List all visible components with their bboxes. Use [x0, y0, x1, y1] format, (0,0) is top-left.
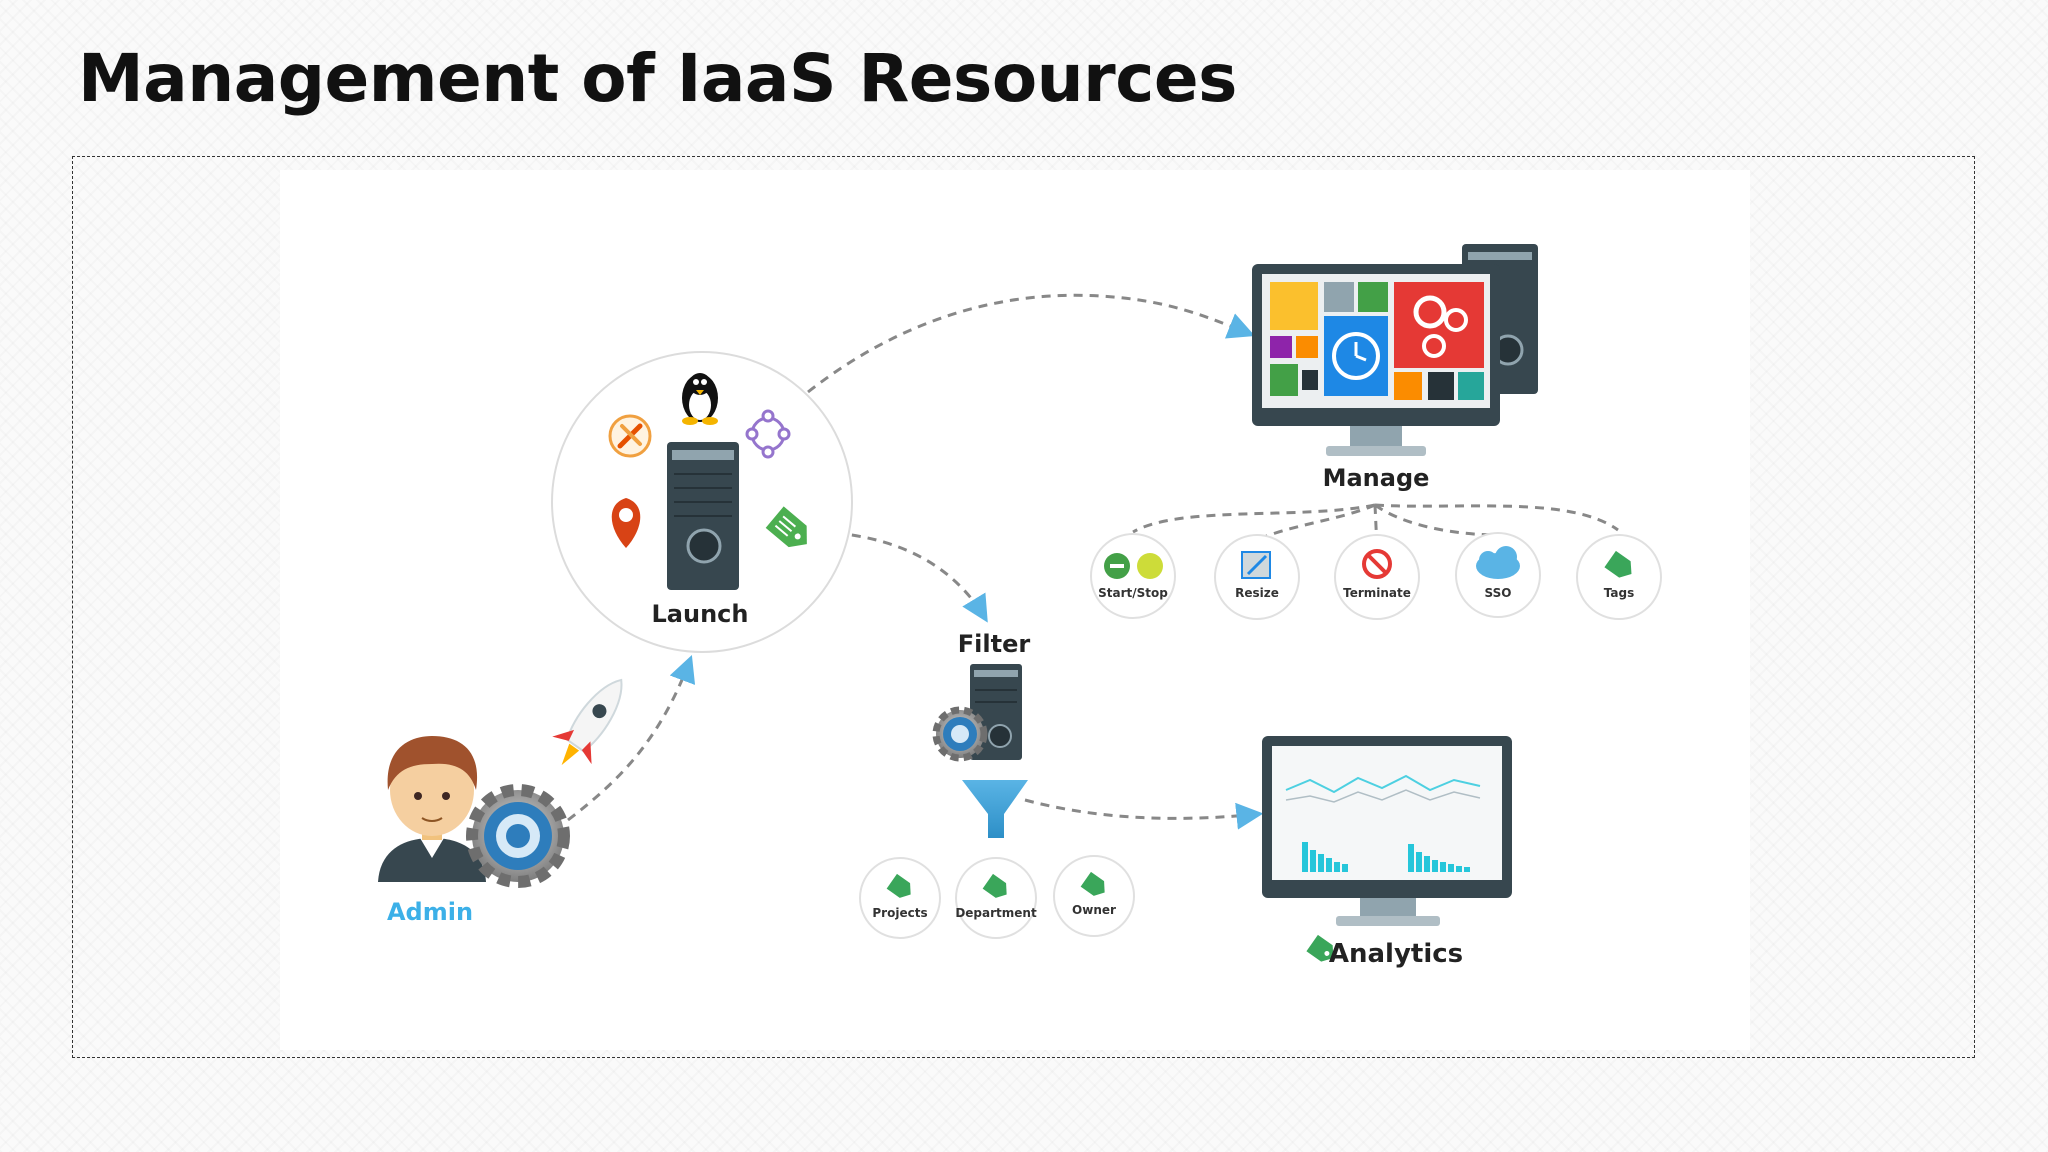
action-terminate: Terminate	[1334, 534, 1420, 620]
analytics-group: Analytics	[1262, 736, 1512, 969]
action-label: Terminate	[1343, 586, 1411, 600]
filter-group: Filter	[932, 630, 1031, 838]
action-label: Start/Stop	[1098, 586, 1168, 600]
connector-manage-tree-5	[1374, 503, 1619, 532]
connector-filter-to-analytics	[1024, 798, 1264, 830]
analytics-label: Analytics	[1329, 939, 1463, 969]
action-label: Tags	[1604, 586, 1634, 600]
admin-group: Admin	[378, 736, 570, 926]
launch-group: Launch	[551, 351, 853, 653]
connector-launch-to-manage	[807, 293, 1256, 394]
location-pin-icon	[611, 498, 641, 548]
connector-admin-to-launch	[567, 654, 696, 822]
action-label: Resize	[1235, 586, 1279, 600]
filter-tag-projects: Projects	[859, 857, 941, 939]
manage-group: Manage	[1252, 244, 1538, 492]
filter-tag-label: Projects	[872, 906, 927, 920]
tag-icon	[765, 506, 807, 548]
tools-icon	[608, 414, 652, 458]
filter-label: Filter	[958, 630, 1031, 658]
action-start-stop: Start/Stop	[1090, 533, 1176, 619]
analytics-monitor-icon	[1262, 736, 1512, 926]
action-resize: Resize	[1214, 534, 1300, 620]
funnel-icon	[962, 780, 1028, 838]
action-tags: Tags	[1576, 534, 1662, 620]
page-title: Management of IaaS Resources	[78, 40, 1237, 117]
filter-tag-label: Owner	[1072, 903, 1116, 917]
action-label: SSO	[1485, 586, 1512, 600]
action-sso: SSO	[1455, 532, 1541, 618]
manage-label: Manage	[1323, 464, 1430, 492]
manage-actions: Start/Stop Resize Terminate SSO Tags	[1090, 532, 1662, 620]
linux-penguin-icon	[682, 373, 718, 425]
avatar	[378, 736, 486, 882]
gear-icon	[466, 784, 570, 888]
filter-gear-icon	[932, 706, 988, 762]
connector-manage-tree-1	[1132, 503, 1376, 534]
filter-tag-owner: Owner	[1053, 855, 1135, 937]
manage-monitor-icon	[1252, 264, 1500, 456]
diagram-frame	[72, 156, 1975, 1058]
launch-label: Launch	[652, 600, 749, 628]
rocket-icon	[552, 678, 623, 766]
filter-tag-label: Department	[955, 906, 1037, 920]
connector-tag-to-filter	[819, 530, 988, 623]
filter-tag-department: Department	[955, 857, 1037, 939]
server-icon	[667, 442, 739, 590]
filter-tags: Projects Department Owner	[859, 855, 1135, 939]
network-icon	[745, 409, 791, 459]
admin-label: Admin	[387, 898, 473, 926]
analytics-tag-icon	[1306, 934, 1334, 962]
